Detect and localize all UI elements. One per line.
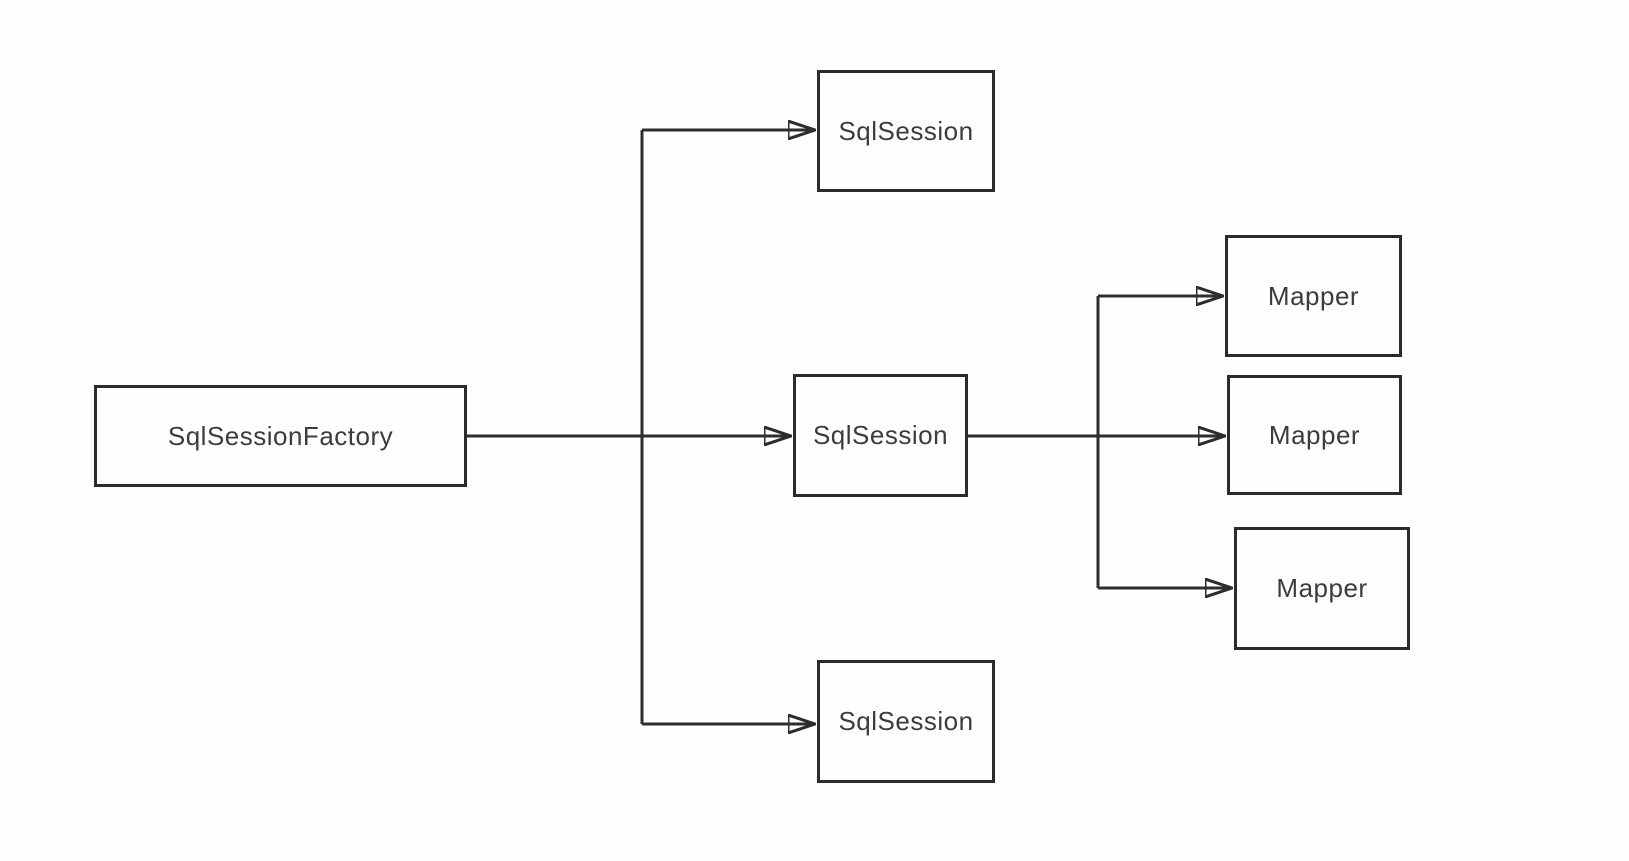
node-sqlsession-top: SqlSession xyxy=(817,70,995,192)
node-sqlsession-middle: SqlSession xyxy=(793,374,968,497)
node-label: Mapper xyxy=(1267,280,1360,311)
node-sqlsession-bottom: SqlSession xyxy=(817,660,995,783)
node-mapper-top: Mapper xyxy=(1225,235,1402,357)
node-sqlsessionfactory: SqlSessionFactory xyxy=(94,385,467,487)
node-label: SqlSession xyxy=(838,115,974,146)
node-label: Mapper xyxy=(1268,419,1361,450)
node-label: SqlSession xyxy=(838,706,974,736)
node-mapper-bottom: Mapper xyxy=(1234,527,1410,650)
node-mapper-middle: Mapper xyxy=(1227,375,1402,495)
node-label: Mapper xyxy=(1276,573,1368,603)
node-label: SqlSession xyxy=(812,420,949,450)
node-label: SqlSessionFactory xyxy=(167,420,394,451)
